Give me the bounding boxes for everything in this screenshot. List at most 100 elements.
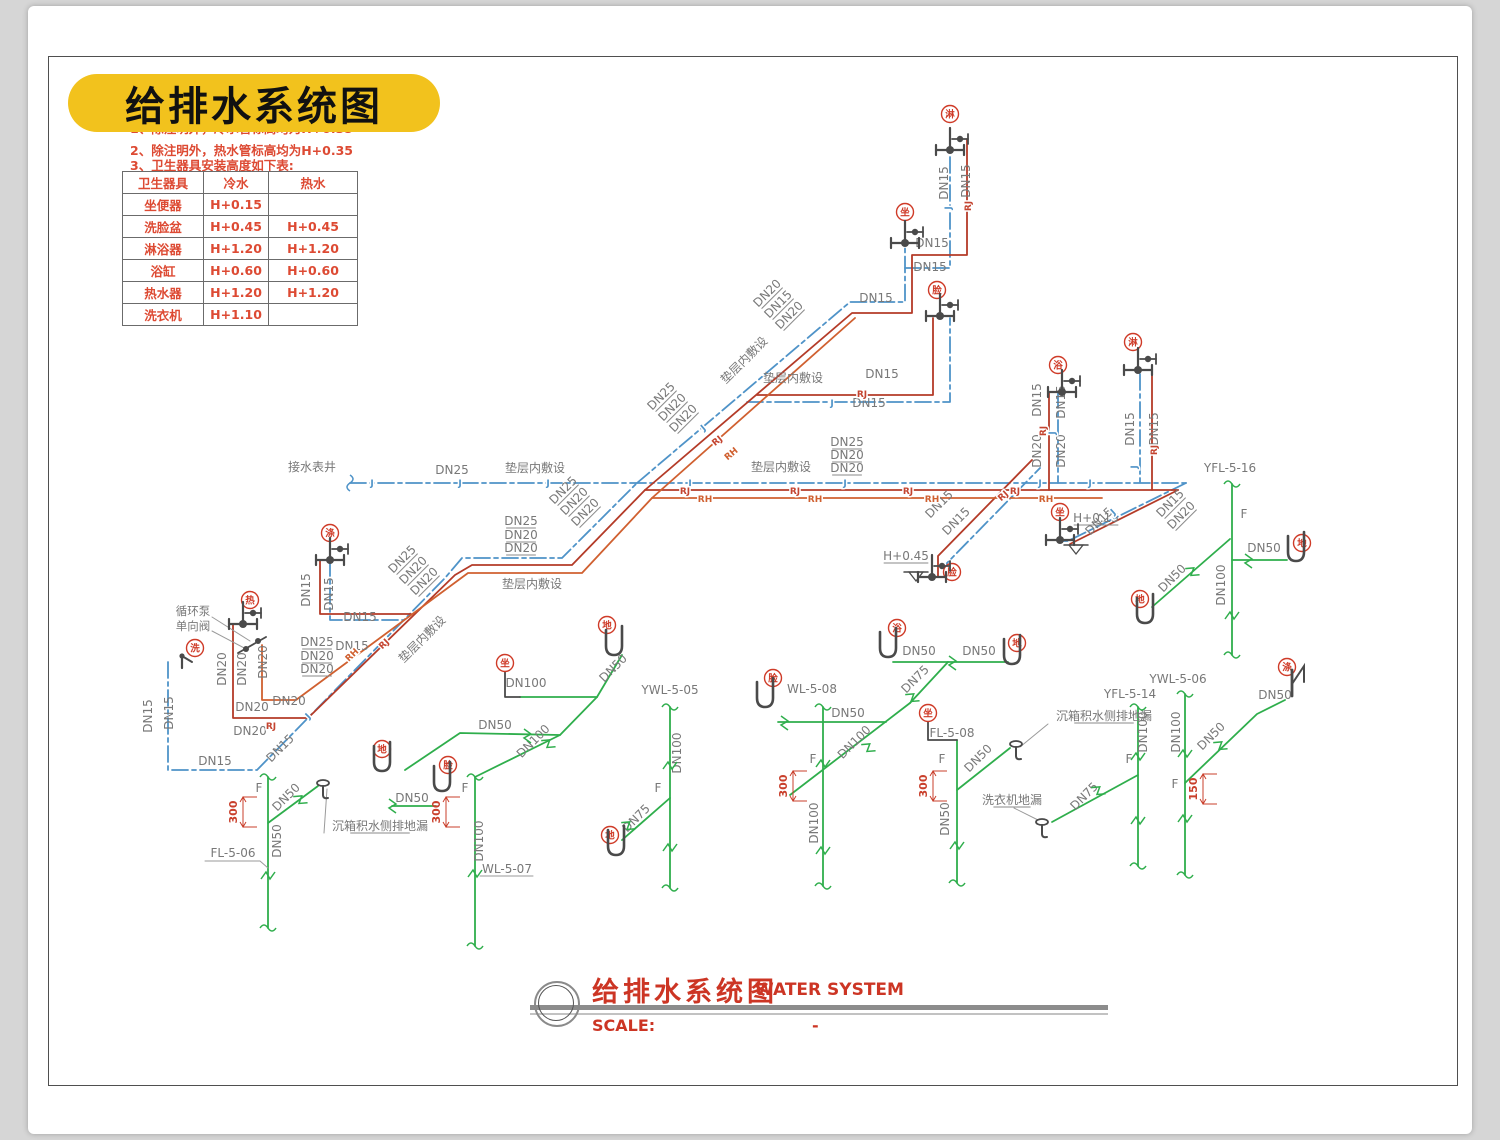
svg-text:涤: 涤 <box>325 528 335 540</box>
svg-text:DN15: DN15 <box>959 164 973 198</box>
diagram-label: DN15 <box>959 164 973 198</box>
fixture-symbol-浴: 浴 <box>1048 355 1068 375</box>
diagram-label: DN20 <box>1030 434 1044 468</box>
diagram-label: H+0.15 <box>1073 511 1119 526</box>
svg-text:坐: 坐 <box>1055 507 1065 519</box>
pipe-leader <box>323 788 328 834</box>
diagram-label: DN15 <box>1030 383 1044 417</box>
svg-text:J: J <box>1130 465 1140 469</box>
svg-text:坐: 坐 <box>923 708 933 720</box>
pipe-cold-water <box>167 482 638 771</box>
funnel-symbol <box>316 779 330 800</box>
diagram-label: 接水表井 <box>288 459 336 474</box>
svg-text:FL-5-06: FL-5-06 <box>211 846 256 860</box>
diagram-label: F <box>462 781 469 795</box>
diagram-label: RJ <box>995 488 1012 505</box>
svg-text:接水表井: 接水表井 <box>288 459 336 474</box>
footer-rule-thick <box>530 1005 1108 1010</box>
svg-text:DN15: DN15 <box>1030 383 1044 417</box>
svg-text:脸: 脸 <box>442 760 453 772</box>
svg-text:DN15: DN15 <box>322 577 336 611</box>
diagram-label: 垫层内敷设 <box>751 459 811 474</box>
svg-text:DN15: DN15 <box>1123 412 1137 446</box>
svg-text:WL-5-08: WL-5-08 <box>787 682 837 696</box>
diagram-label: RH <box>923 494 940 507</box>
valve-symbol <box>227 600 262 631</box>
svg-text:DN20: DN20 <box>235 700 269 714</box>
svg-text:DN15: DN15 <box>859 291 893 305</box>
svg-text:DN20: DN20 <box>256 645 270 679</box>
svg-text:H+0.45: H+0.45 <box>883 549 929 563</box>
pipe-joint-icon <box>541 739 556 749</box>
svg-text:YFL-5-14: YFL-5-14 <box>1103 687 1156 701</box>
svg-text:RJ: RJ <box>1010 487 1020 497</box>
diagram-label: DN25 <box>504 514 538 529</box>
diagram-label: DN20 <box>256 645 270 679</box>
funnel-symbol <box>1035 818 1049 839</box>
pipe-joint-icon <box>779 715 790 731</box>
diagram-label: DN15 <box>141 699 155 733</box>
svg-text:F: F <box>1126 752 1133 766</box>
fixture-symbol-脸: 脸 <box>942 562 962 582</box>
svg-text:RJ: RJ <box>903 487 913 497</box>
svg-text:坐: 坐 <box>500 658 510 670</box>
stand-symbol <box>1290 662 1305 698</box>
diagram-label: DN50 <box>478 718 512 732</box>
svg-text:地: 地 <box>377 744 387 756</box>
fixture-symbol-地: 地 <box>1007 633 1027 653</box>
diagram-label: DN15 <box>299 573 313 607</box>
diagram-label: DN15 <box>343 610 377 624</box>
trap-symbol <box>604 624 624 657</box>
trap-symbol <box>1002 633 1022 666</box>
diagram-label: DN100 <box>472 820 486 861</box>
diagram-label: DN15 <box>913 260 947 274</box>
pipe-drain <box>596 654 623 698</box>
diagram-label: 沉箱积水侧排地漏 <box>1056 708 1152 724</box>
svg-text:垫层内敷设: 垫层内敷设 <box>505 460 565 475</box>
diagram-label: DN15 <box>322 577 336 611</box>
page-title: 给排水系统图 <box>125 84 383 130</box>
diagram-label: J <box>1047 430 1060 437</box>
diagram-label: WL-5-07 <box>482 862 532 876</box>
diagram-label: DN75 <box>1067 779 1101 813</box>
pipe-joint-icon <box>815 845 831 856</box>
pipe-hot-supply <box>756 317 934 396</box>
diagram-label: DN20 <box>830 461 864 476</box>
dimension-150: 150 <box>1187 773 1217 805</box>
fixture-symbol-地: 地 <box>1292 533 1312 553</box>
svg-text:热: 热 <box>245 595 255 607</box>
diagram-label: F <box>1172 777 1179 791</box>
svg-text:洗衣机地漏: 洗衣机地漏 <box>982 792 1042 807</box>
pipe-break-icon <box>259 773 277 781</box>
fixture-symbol-淋: 淋 <box>940 104 960 124</box>
footer-scale-label: SCALE: <box>592 1016 656 1035</box>
svg-text:DN15: DN15 <box>299 573 313 607</box>
footer-rule-thin <box>530 1013 1108 1015</box>
svg-text:DN15: DN15 <box>865 367 899 381</box>
diagram-label: DN25 <box>830 435 864 450</box>
svg-text:DN20: DN20 <box>1030 434 1044 468</box>
pipe-joint-icon <box>947 655 958 671</box>
diagram-label: DN20 <box>235 652 249 686</box>
svg-text:RH: RH <box>1039 495 1053 505</box>
pipe-break-icon <box>259 924 277 932</box>
diagram-label: DN50 <box>270 824 284 858</box>
svg-text:DN100: DN100 <box>670 732 684 773</box>
pipe-leader <box>211 630 249 651</box>
svg-text:YWL-5-06: YWL-5-06 <box>1148 672 1206 686</box>
pipe-joint-icon <box>467 868 483 879</box>
svg-text:脸: 脸 <box>931 285 942 297</box>
pipe-break-icon <box>466 773 484 781</box>
svg-text:DN20: DN20 <box>215 652 229 686</box>
trap-symbol <box>432 760 452 793</box>
svg-text:J: J <box>1048 431 1058 435</box>
svg-text:沉箱积水侧排地漏: 沉箱积水侧排地漏 <box>1056 708 1152 723</box>
pipe-cold-water <box>636 242 906 484</box>
svg-text:DN100: DN100 <box>807 802 821 843</box>
tap-symbol <box>179 653 193 670</box>
svg-text:RJ: RJ <box>266 722 276 732</box>
trap-symbol <box>1135 592 1155 625</box>
funnel-symbol <box>1009 740 1023 761</box>
svg-text:300: 300 <box>917 774 930 797</box>
